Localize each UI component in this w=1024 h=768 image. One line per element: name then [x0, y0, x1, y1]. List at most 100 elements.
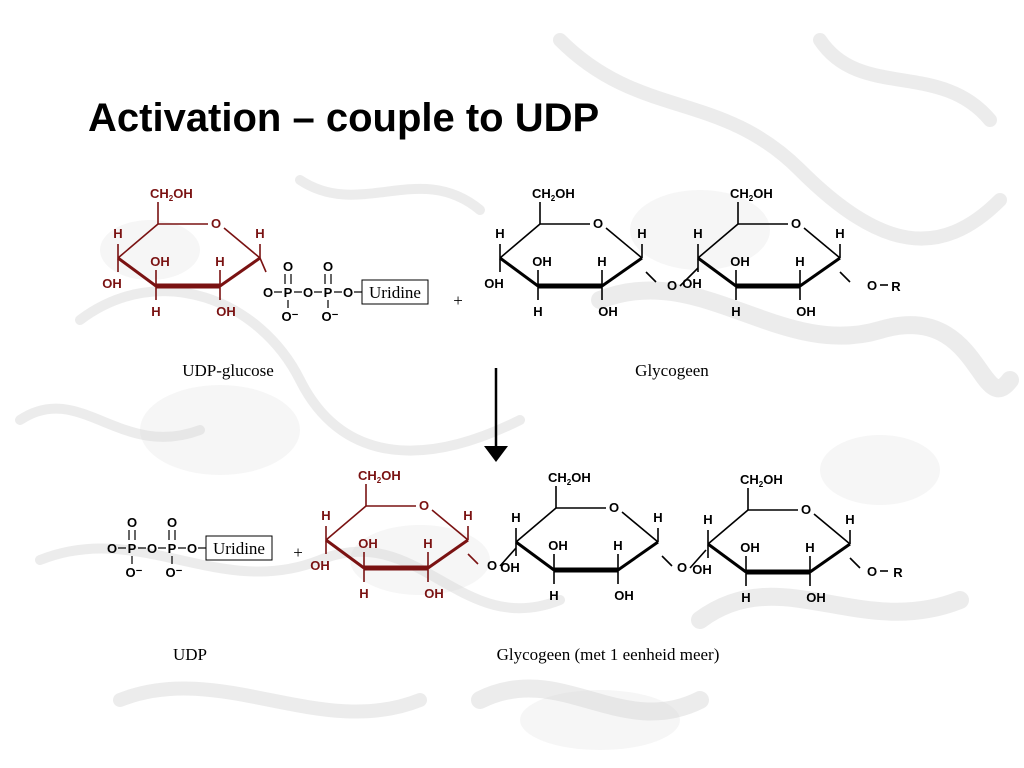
- ch2oh-oh: OH: [555, 186, 575, 201]
- c4-hydroxyl: OH: [692, 562, 712, 577]
- c3-hydroxyl: OH: [740, 540, 760, 555]
- uridine-label: Uridine: [369, 283, 421, 302]
- background-ribbon: [15, 403, 205, 442]
- c3-hydrogen: H: [731, 304, 740, 319]
- ring-bond: [431, 509, 469, 541]
- ch2oh-group: CH2OH: [730, 186, 773, 203]
- c1-hydrogen: H: [845, 512, 854, 527]
- ch2oh-oh: OH: [763, 472, 783, 487]
- ch2oh-subscript: 2: [169, 194, 174, 203]
- anionic-oxygen: O⁻: [282, 309, 299, 324]
- c1-hydrogen: H: [255, 226, 264, 241]
- phosphoryl-oxygen: O: [283, 259, 293, 274]
- c4-hydrogen: H: [693, 226, 702, 241]
- ring-bond-front: [707, 542, 747, 574]
- c4-hydroxyl: OH: [102, 276, 122, 291]
- oxygen-atom: O: [147, 541, 157, 556]
- c1-hydrogen: H: [653, 510, 662, 525]
- c2-hydrogen: H: [597, 254, 606, 269]
- ring-bond: [621, 511, 659, 543]
- phosphorus-atom: P: [168, 541, 177, 556]
- ring-bond: [117, 223, 159, 259]
- glycosidic-oxygen: O: [667, 278, 677, 293]
- ring-bond: [223, 227, 261, 259]
- glycosidic-bond: [679, 267, 699, 287]
- background-ribbon: [113, 681, 427, 719]
- ring-bond: [707, 509, 749, 545]
- ring-bond-front: [219, 256, 261, 288]
- plus-sign-top: +: [453, 291, 463, 310]
- oxygen-atom: O: [107, 541, 117, 556]
- ch2oh-ch: CH: [358, 468, 377, 483]
- c4-hydrogen: H: [703, 512, 712, 527]
- c3-hydrogen: H: [359, 586, 368, 601]
- glycosidic-oxygen-new: O: [487, 558, 497, 573]
- background-blob: [350, 525, 490, 595]
- oxygen-atom: O: [187, 541, 197, 556]
- c2-hydrogen: H: [423, 536, 432, 551]
- ring-bond-front: [325, 538, 365, 570]
- ring-bond: [499, 223, 541, 259]
- c4-hydrogen: H: [321, 508, 330, 523]
- glycosidic-bond: [499, 547, 517, 567]
- c3-hydrogen: H: [151, 304, 160, 319]
- ring-bond: [813, 513, 851, 545]
- c1-bond: [259, 257, 267, 273]
- background-ribbon: [471, 679, 709, 721]
- anionic-oxygen: O⁻: [322, 309, 339, 324]
- c1-hydrogen: H: [463, 508, 472, 523]
- c2-hydroxyl: OH: [598, 304, 618, 319]
- c4-hydrogen: H: [511, 510, 520, 525]
- ch2oh-group: CH2OH: [740, 472, 783, 489]
- background-ribbon: [691, 587, 969, 629]
- glycosidic-oxygen-bottom: O: [677, 560, 687, 575]
- c4-hydroxyl: OH: [484, 276, 504, 291]
- c2-hydroxyl: OH: [216, 304, 236, 319]
- ch2oh-subscript: 2: [551, 194, 556, 203]
- ring-bond-front: [601, 256, 643, 288]
- terminal-oxygen: O: [867, 278, 877, 293]
- phosphorus-atom: P: [284, 285, 293, 300]
- ch2oh-oh: OH: [381, 468, 401, 483]
- oxygen-atom: O: [263, 285, 273, 300]
- ring-bond: [325, 505, 367, 541]
- c3-hydrogen: H: [533, 304, 542, 319]
- ring-bond: [697, 223, 739, 259]
- oxygen-atom: O: [303, 285, 313, 300]
- c3-hydroxyl: OH: [548, 538, 568, 553]
- ring-oxygen: O: [609, 500, 619, 515]
- terminal-bond: [839, 271, 851, 283]
- c2-hydroxyl: OH: [796, 304, 816, 319]
- ch2oh-subscript: 2: [759, 480, 764, 489]
- terminal-oxygen-bottom: O: [867, 564, 877, 579]
- ring-bond-front: [697, 256, 737, 288]
- c4-hydrogen: H: [113, 226, 122, 241]
- c3-hydroxyl: OH: [532, 254, 552, 269]
- udp-glucose-caption: UDP-glucose: [182, 361, 274, 380]
- phosphorus-atom: P: [128, 541, 137, 556]
- c4-hydroxyl: OH: [310, 558, 330, 573]
- ring-bond: [605, 227, 643, 259]
- c2-hydroxyl: OH: [806, 590, 826, 605]
- ring-bond-front: [427, 538, 469, 570]
- c3-hydrogen: H: [741, 590, 750, 605]
- phosphoryl-oxygen: O: [127, 515, 137, 530]
- background-ribbon: [591, 281, 1019, 397]
- c3-hydroxyl: OH: [730, 254, 750, 269]
- glycosidic-bond: [661, 555, 673, 567]
- c2-hydrogen: H: [613, 538, 622, 553]
- c1-hydrogen: H: [637, 226, 646, 241]
- background-blob: [520, 690, 680, 750]
- terminal-bond: [849, 557, 861, 569]
- c3-hydroxyl: OH: [150, 254, 170, 269]
- glycogen-caption: Glycogeen: [635, 361, 709, 380]
- ch2oh-ch: CH: [548, 470, 567, 485]
- c2-hydroxyl: OH: [614, 588, 634, 603]
- background-ribbon: [553, 33, 1007, 246]
- background-blob: [630, 190, 770, 270]
- ch2oh-ch: CH: [730, 186, 749, 201]
